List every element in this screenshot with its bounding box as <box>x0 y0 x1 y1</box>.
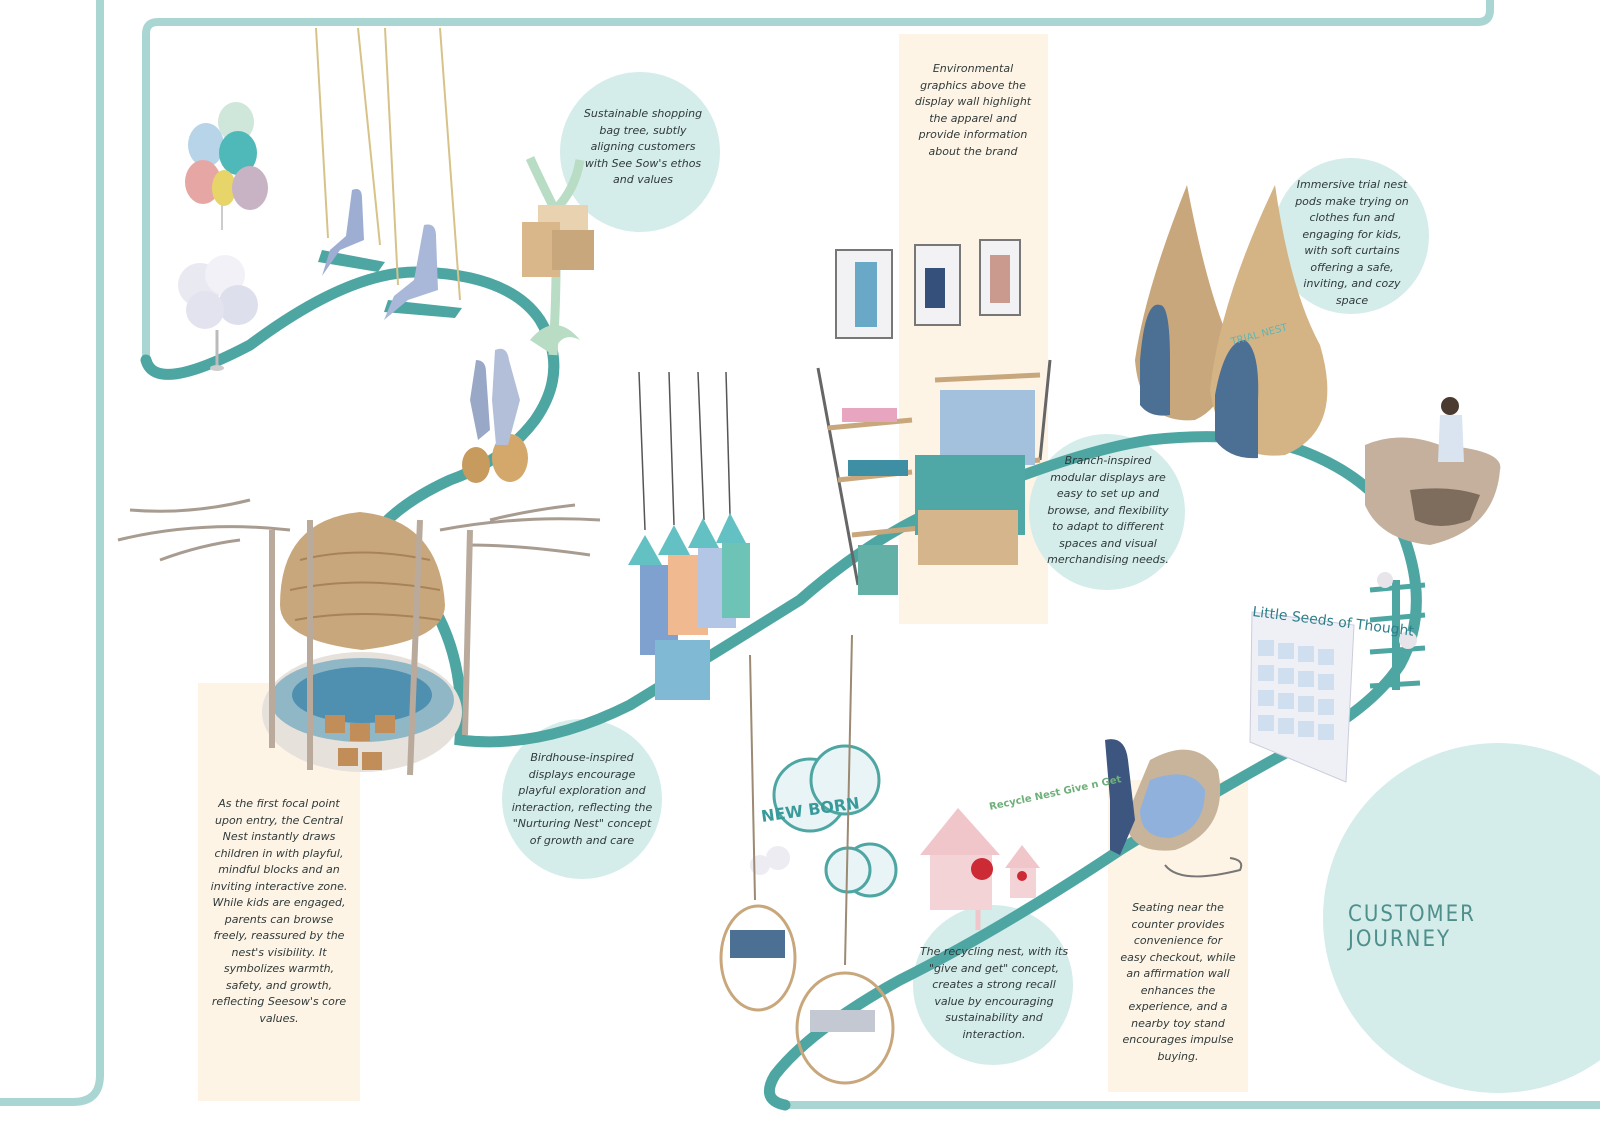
trial-nest-pods-illustration <box>1135 185 1328 459</box>
note-bubble-bag-tree <box>560 72 720 232</box>
note-central-nest: As the first focal point upon entry, the… <box>210 797 348 1025</box>
central-nest-illustration <box>117 498 601 776</box>
note-environmental-graphics: Environmental graphics above the display… <box>914 62 1032 158</box>
note-bubble-branch <box>1029 434 1185 590</box>
note-nest-pods: Immersive trial nest pods make trying on… <box>1295 178 1409 307</box>
note-branch-displays: Branch-inspired modular displays are eas… <box>1047 454 1169 566</box>
balloons-illustration <box>185 102 268 230</box>
environmental-graphics-illustration <box>835 239 1021 339</box>
egg-chair-illustration <box>1105 739 1243 878</box>
frame-lines <box>0 0 1600 1109</box>
swings-illustration <box>315 27 462 320</box>
toy-stand-illustration <box>1369 572 1426 690</box>
cloud-tree-illustration <box>178 255 258 371</box>
note-bag-tree: Sustainable shopping bag tree, subtly al… <box>583 107 703 186</box>
branch-display-illustration <box>816 359 1052 595</box>
note-bubble-birdhouse <box>502 719 662 879</box>
note-recycling-nest: The recycling nest, with its "give and g… <box>919 945 1069 1041</box>
note-bubble-recycling <box>913 905 1073 1065</box>
checkout-counter-illustration <box>1365 397 1501 545</box>
bag-tree-illustration <box>522 156 594 356</box>
newborn-clouds-illustration <box>750 744 898 898</box>
hanging-hoops-illustration <box>719 634 895 1085</box>
title-bubble <box>1323 743 1600 1093</box>
mannequin-display-illustration <box>462 348 528 483</box>
note-bubble-nest-pods <box>1273 158 1429 314</box>
affirmation-wall-illustration <box>1249 611 1355 783</box>
note-seating: Seating near the counter provides conven… <box>1120 901 1236 1063</box>
recycle-nest-sign: Recycle Nest Give n Get <box>988 774 1122 813</box>
page-title: CUSTOMER JOURNEY <box>1348 902 1476 952</box>
recycle-birdhouse-illustration <box>920 808 1040 930</box>
birdhouse-display-illustration <box>628 371 750 700</box>
note-birdhouse-displays: Birdhouse-inspired displays encourage pl… <box>511 751 653 847</box>
